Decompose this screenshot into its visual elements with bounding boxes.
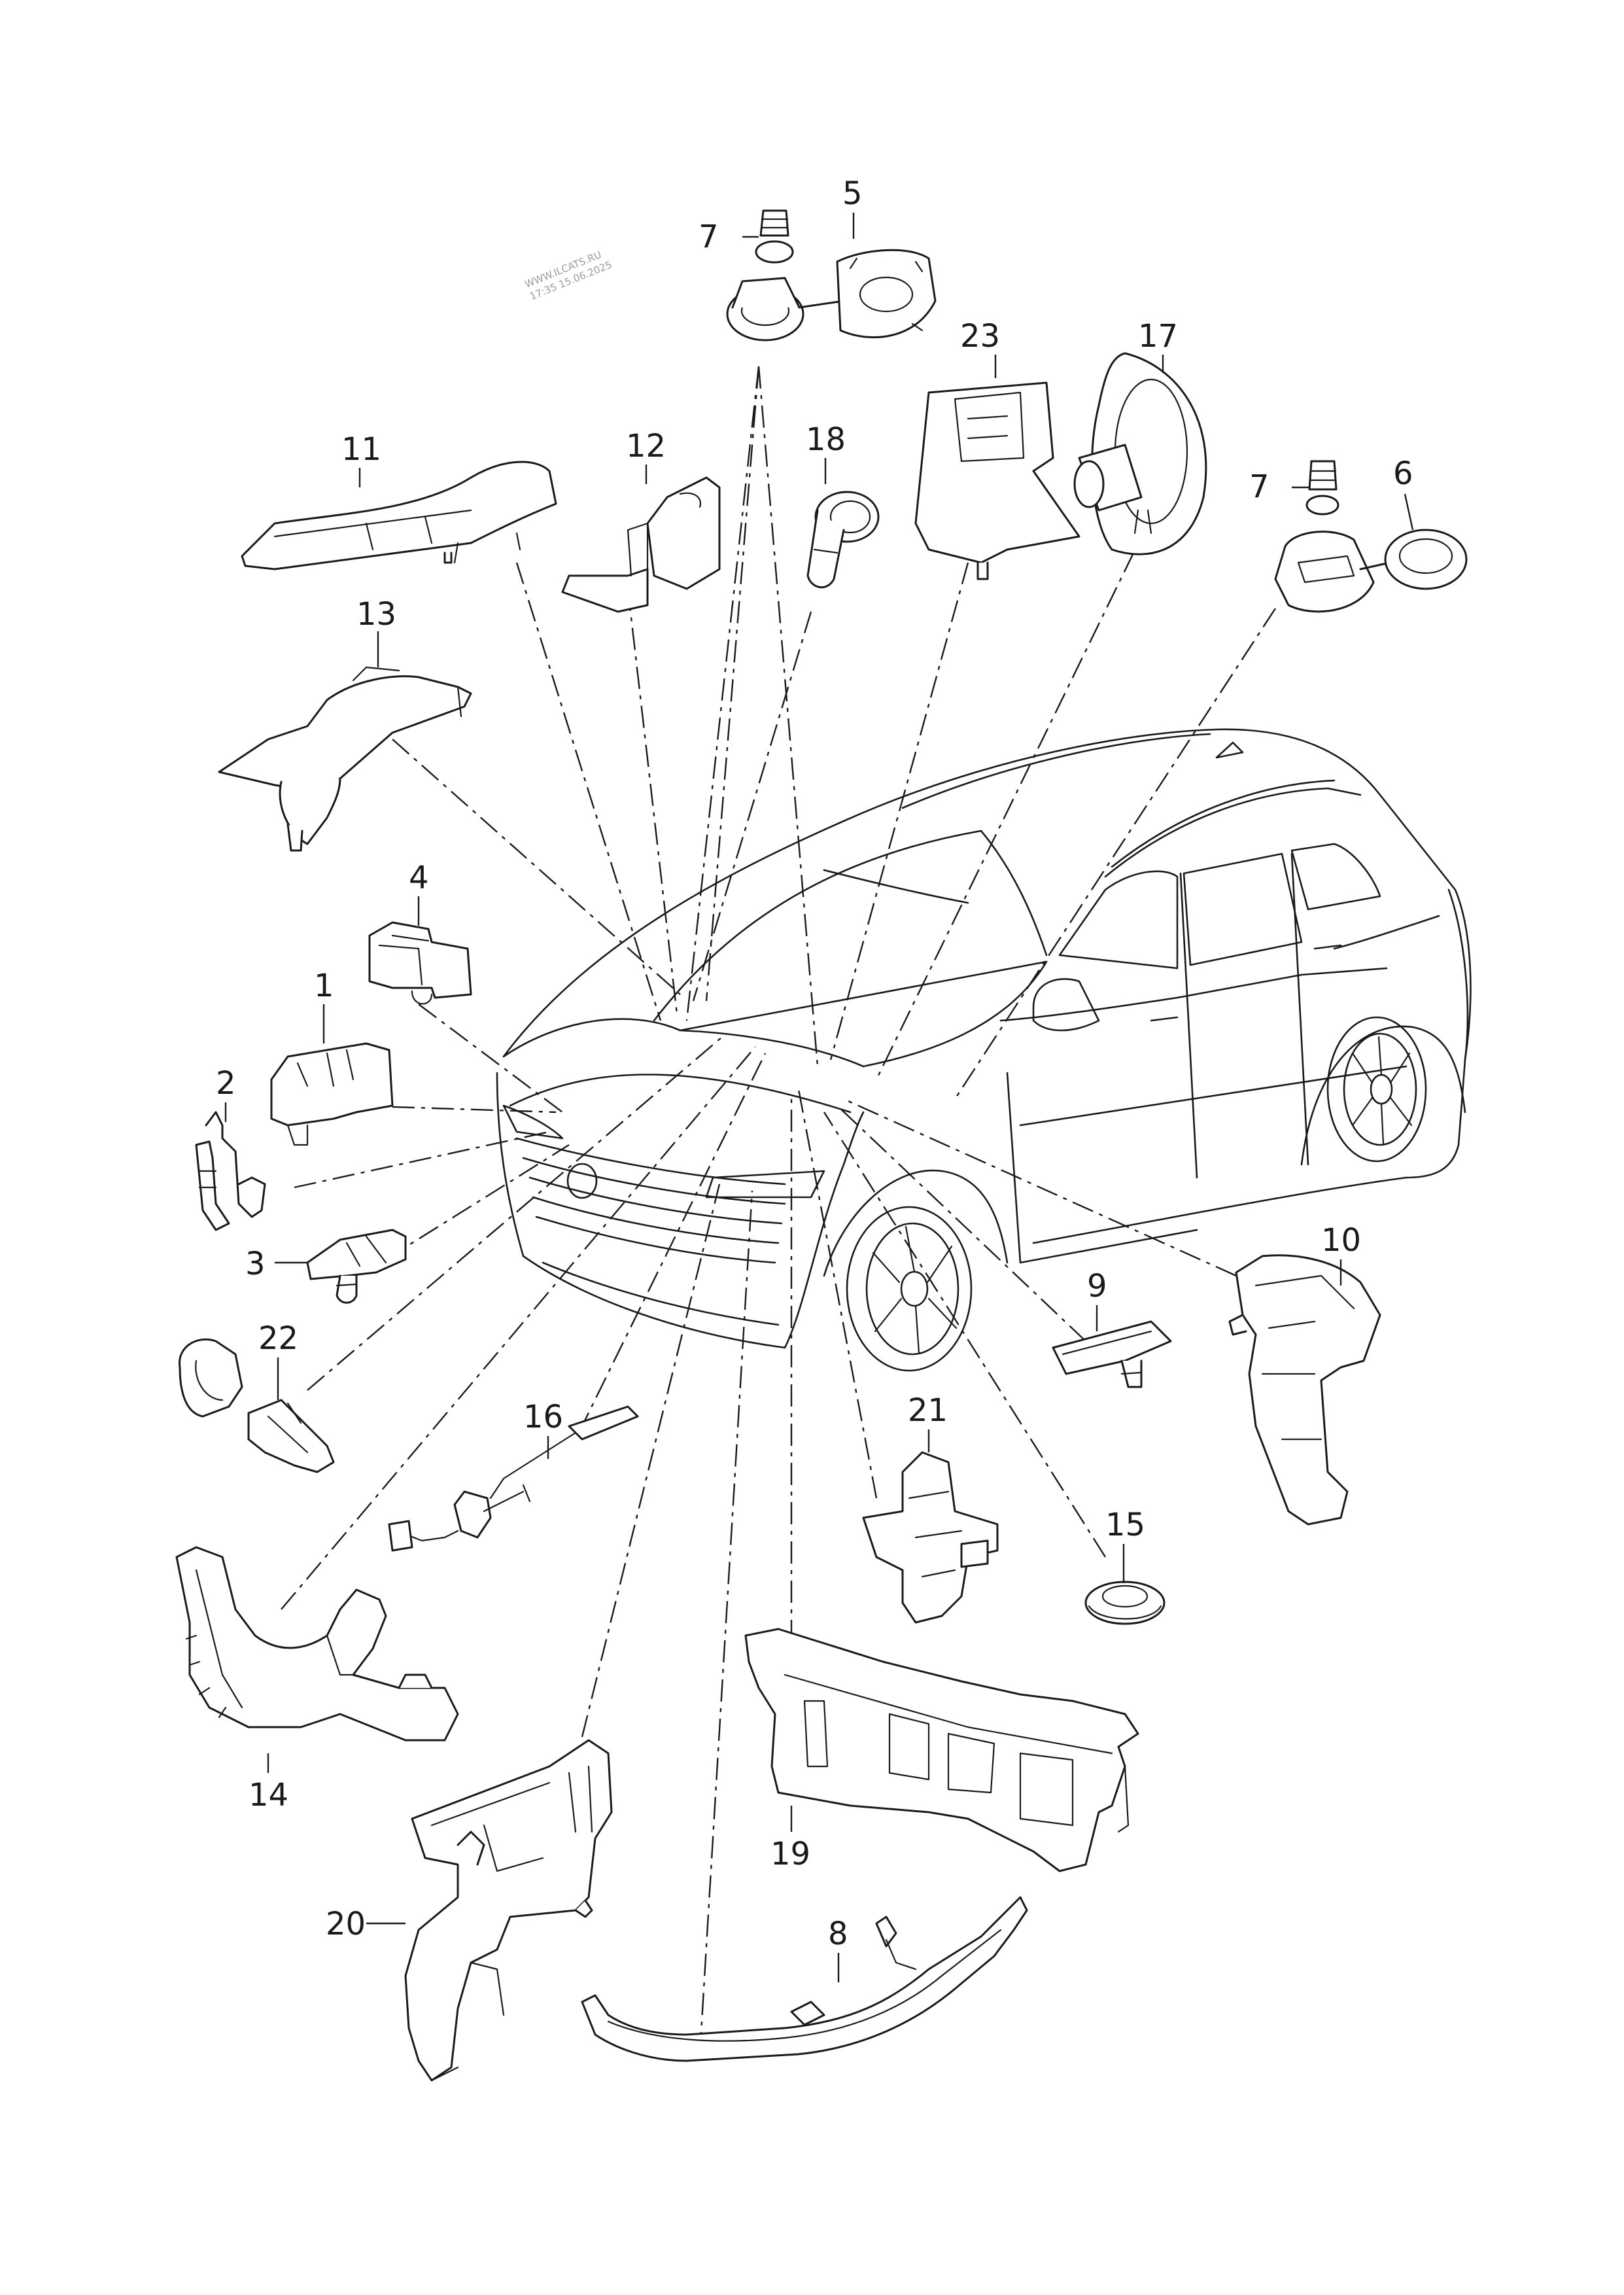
callout-20: 20 [326,1906,366,1942]
part-3-clip [306,1229,407,1304]
vehicle-outline [496,728,1472,1372]
callout-labels: 5 7 23 17 18 12 11 7 6 13 4 1 2 3 22 16 … [216,175,1413,1952]
callout-7-top: 7 [699,219,719,255]
part-2-clip [195,1111,266,1231]
part-4-clip [368,921,472,1005]
part-6-socket-ring [1274,529,1468,613]
part-17-lamp-seal [1073,352,1207,555]
part-13-air-duct [218,666,472,852]
callout-14: 14 [249,1777,288,1813]
part-18-connector [806,491,880,589]
callout-10: 10 [1321,1222,1361,1259]
part-10-air-duct [1228,1254,1381,1526]
callout-17: 17 [1138,318,1178,355]
part-12-bracket [561,476,721,613]
part-11-air-duct [241,461,557,570]
callout-ticks [224,213,1414,1982]
callout-1: 1 [314,968,334,1004]
part-20-bracket [404,1739,613,2082]
part-23-bracket [914,381,1080,580]
callout-5: 5 [842,175,863,212]
part-14-shield [175,1546,459,1742]
part-21-bracket [862,1451,999,1624]
callout-15: 15 [1105,1507,1145,1543]
leader-lines [281,366,1277,2055]
callout-13: 13 [356,596,396,633]
watermark-stamp: WWW.ILCATS.RU 17:35 15.06.2025 [523,249,613,302]
part-8-trim-strip [581,1896,1028,2062]
callout-12: 12 [626,428,666,464]
callout-8: 8 [828,1916,848,1952]
part-16-cable-tie [388,1405,639,1552]
callout-3: 3 [245,1246,266,1282]
part-7-right-bulb [1305,460,1339,516]
part-9-tape [1052,1320,1172,1388]
part-19-carrier [744,1628,1139,1872]
part-15-grommet [1084,1581,1166,1625]
callout-16: 16 [523,1399,563,1435]
callout-6: 6 [1393,455,1413,492]
callout-2: 2 [216,1065,236,1102]
callout-21: 21 [908,1392,948,1429]
callout-11: 11 [341,431,381,468]
callout-4: 4 [409,860,429,896]
callout-22: 22 [258,1320,298,1357]
callout-18: 18 [806,421,846,458]
part-1-clip [270,1042,394,1146]
callout-23: 23 [960,318,1000,355]
callout-7-right: 7 [1249,468,1270,505]
part-5-socket-ring [726,249,937,342]
part-22-clip [179,1338,335,1473]
callout-9: 9 [1087,1268,1107,1305]
part-7-top-bulb [755,209,794,264]
callout-19: 19 [770,1836,810,1872]
